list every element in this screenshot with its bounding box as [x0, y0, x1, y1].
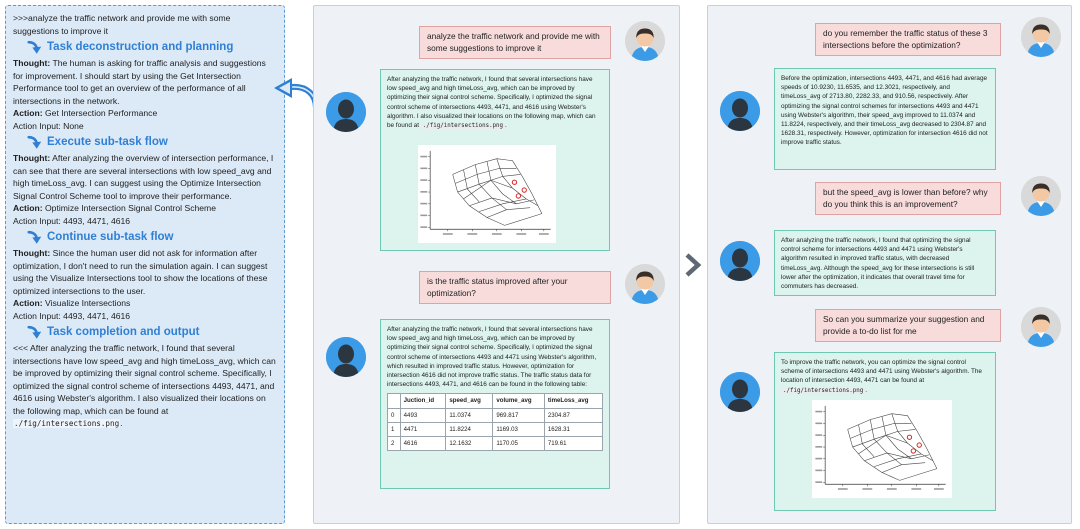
action-input-label: Action Input: [13, 310, 61, 321]
thought-label: Thought: [13, 58, 51, 68]
user-avatar-icon [1021, 307, 1061, 347]
table-cell: 0 [387, 407, 401, 423]
table-cell: 4616 [399, 436, 447, 452]
intersection-map-image [418, 145, 556, 243]
step-title: Task deconstruction and planning [47, 41, 234, 54]
bot-avatar-icon [326, 337, 366, 377]
user-avatar-icon [1021, 176, 1061, 216]
step-title: Execute sub-task flow [47, 136, 168, 149]
thought-label: Thought: [13, 153, 51, 163]
table-cell: 1 [387, 421, 401, 438]
bot-avatar-icon [326, 92, 366, 132]
table-header-row: Juction_id speed_avg volume_avg timeLoss… [387, 393, 604, 409]
thought-text: Thought: After analyzing the overview of… [13, 153, 274, 201]
table-cell: 11.8224 [445, 421, 494, 438]
step-header-continue: Continue sub-task flow [27, 228, 277, 247]
step-title: Task completion and output [47, 326, 200, 339]
action-input-text: Action Input: 4493, 4471, 4616 [13, 215, 131, 226]
user-message: analyze the traffic network and provide … [419, 26, 611, 59]
action-text: Action: Optimize Intersection Signal Con… [13, 203, 216, 213]
thought-text: Thought: The human is asking for traffic… [13, 58, 266, 106]
chat-panel-1: analyze the traffic network and provide … [313, 5, 680, 524]
final-output-text: <<< After analyzing the traffic network,… [13, 343, 276, 428]
table-cell: 2304.87 [543, 407, 604, 423]
curved-down-arrow-icon [27, 135, 43, 150]
thought-label: Thought: [13, 248, 51, 258]
curved-down-arrow-icon [27, 40, 43, 55]
table-cell: 719.61 [543, 436, 604, 452]
curved-down-arrow-icon [27, 325, 43, 340]
action-text: Action: Get Intersection Performance [13, 108, 158, 118]
table-header-cell [387, 393, 401, 409]
action-input-label: Action Input: [13, 215, 61, 226]
user-avatar-icon [625, 264, 665, 304]
thought-text: Thought: Since the human user did not as… [13, 248, 268, 296]
table-cell: 1169.03 [492, 421, 545, 438]
table-cell: 12.1632 [445, 436, 494, 452]
file-path: ./fig/intersections.png [781, 387, 866, 394]
user-message: is the traffic status improved after you… [419, 271, 611, 304]
table-header-cell: Juction_id [399, 393, 447, 409]
table-header-cell: timeLoss_avg [543, 393, 604, 409]
action-input-text: Action Input: 4493, 4471, 4616 [13, 310, 131, 321]
bot-avatar-icon [720, 372, 760, 412]
table-row: 0 4493 11.0374 969.817 2304.87 [387, 407, 604, 423]
user-query-text: >>>analyze the traffic network and provi… [13, 13, 231, 36]
action-label: Action: [13, 203, 43, 213]
intersection-map-image [812, 400, 952, 498]
file-path: ./fig/intersections.png [13, 419, 121, 428]
bot-message: After analyzing the traffic network, I f… [380, 319, 610, 489]
table-cell: 1170.05 [492, 436, 545, 452]
action-text: Action: Visualize Intersections [13, 298, 131, 308]
curved-down-arrow-icon [27, 230, 43, 245]
step-header-planning: Task deconstruction and planning [27, 38, 277, 57]
user-message: but the speed_avg is lower than before? … [815, 182, 1001, 215]
user-avatar-icon [625, 21, 665, 61]
action-input-label: Action Input: [13, 120, 61, 131]
step-header-execute: Execute sub-task flow [27, 133, 277, 152]
table-cell: 11.0374 [445, 407, 494, 423]
table-cell: 969.817 [492, 407, 545, 423]
bot-message: After analyzing the traffic network, I f… [774, 230, 996, 296]
table-cell: 4471 [399, 421, 447, 438]
table-row: 2 4616 12.1632 1170.05 719.61 [387, 436, 604, 452]
table-header-cell: volume_avg [492, 393, 545, 409]
action-input-text: Action Input: None [13, 120, 84, 131]
step-title: Continue sub-task flow [47, 231, 174, 244]
file-path: ./fig/intersections.png [420, 123, 506, 130]
chevron-right-icon [685, 253, 702, 277]
traffic-status-table: Juction_id speed_avg volume_avg timeLoss… [387, 393, 604, 452]
action-label: Action: [13, 298, 43, 308]
table-row: 1 4471 11.8224 1169.03 1628.31 [387, 421, 604, 438]
user-message: So can you summarize your suggestion and… [815, 309, 1001, 342]
action-label: Action: [13, 108, 43, 118]
table-cell: 1628.31 [543, 421, 604, 438]
user-message: do you remember the traffic status of th… [815, 23, 1001, 56]
bot-message: Before the optimization, intersections 4… [774, 68, 996, 170]
user-avatar-icon [1021, 17, 1061, 57]
table-header-cell: speed_avg [445, 393, 494, 409]
step-header-completion: Task completion and output [27, 323, 277, 342]
table-cell: 2 [387, 436, 401, 452]
bot-avatar-icon [720, 241, 760, 281]
reasoning-panel: >>>analyze the traffic network and provi… [5, 5, 285, 524]
chat-panel-2: do you remember the traffic status of th… [707, 5, 1072, 524]
bot-avatar-icon [720, 91, 760, 131]
table-cell: 4493 [399, 407, 447, 423]
